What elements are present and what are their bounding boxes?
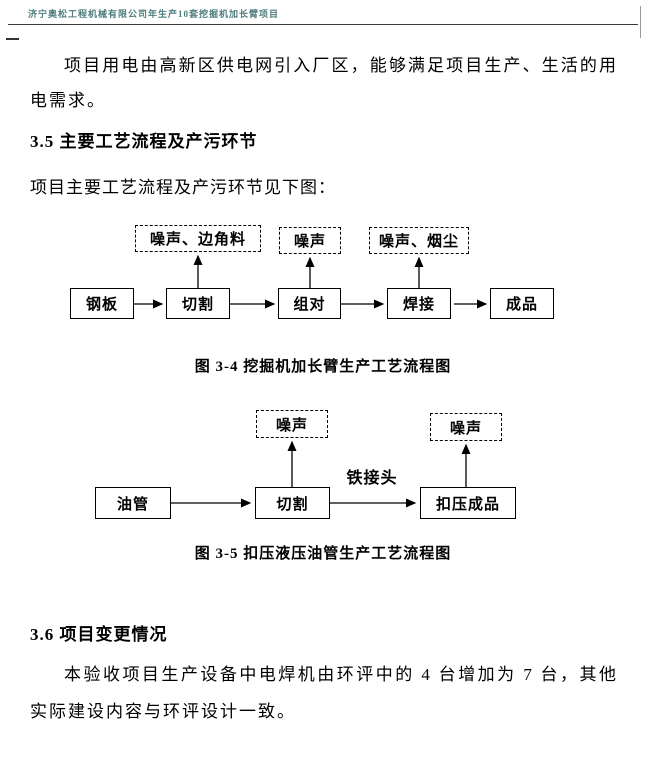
margin-tick-left xyxy=(6,38,19,40)
emission-box-noise-1: 噪声 xyxy=(279,227,341,254)
flowchart1-arrows xyxy=(134,254,488,309)
margin-tick-right xyxy=(640,6,641,38)
arrow-label-iron-joint: 铁接头 xyxy=(346,470,398,487)
flowchart2-arrows xyxy=(171,440,471,508)
emission-box-noise-fume: 噪声、烟尘 xyxy=(369,227,469,254)
paragraph-project-change: 本验收项目生产设备中电焊机由环评中的 4 台增加为 7 台，其他实际建设内容与环… xyxy=(30,665,618,721)
emission-box-noise-crimp: 噪声 xyxy=(430,413,502,441)
header-divider xyxy=(8,24,638,25)
emission-box-noise-cut: 噪声 xyxy=(256,410,328,438)
step-box-assembly: 组对 xyxy=(278,288,341,319)
step-box-welding: 焊接 xyxy=(387,288,451,319)
figure-3-5-caption: 图 3-5 扣压液压油管生产工艺流程图 xyxy=(194,546,452,562)
paragraph-flow-intro: 项目主要工艺流程及产污环节见下图： xyxy=(30,178,336,197)
paragraph-power-supply: 项目用电由高新区供电网引入厂区，能够满足项目生产、生活的用电需求。 xyxy=(30,56,618,110)
step-box-crimped-product: 扣压成品 xyxy=(420,487,516,519)
step-box-steel-plate: 钢板 xyxy=(70,288,134,319)
figure-3-4-caption: 图 3-4 挖掘机加长臂生产工艺流程图 xyxy=(194,359,452,375)
flowchart-pipe-crimping: 噪声 噪声 油管 切割 扣压成品 铁接头 xyxy=(0,398,646,533)
flowchart-arm-production: 噪声、边角料 噪声 噪声、烟尘 钢板 切割 组对 焊接 成品 xyxy=(0,216,646,341)
emission-box-noise-scrap: 噪声、边角料 xyxy=(135,225,261,252)
step-box-pipe-cutting: 切割 xyxy=(255,487,330,519)
step-box-finished: 成品 xyxy=(490,288,554,319)
section-heading-3-6: 3.6 项目变更情况 xyxy=(30,625,168,644)
section-heading-3-5: 3.5 主要工艺流程及产污环节 xyxy=(30,132,258,151)
step-box-cutting: 切割 xyxy=(166,288,230,319)
step-box-oil-pipe: 油管 xyxy=(95,487,171,519)
page-header-title: 济宁奥松工程机械有限公司年生产10套挖掘机加长臂项目 xyxy=(28,9,280,19)
